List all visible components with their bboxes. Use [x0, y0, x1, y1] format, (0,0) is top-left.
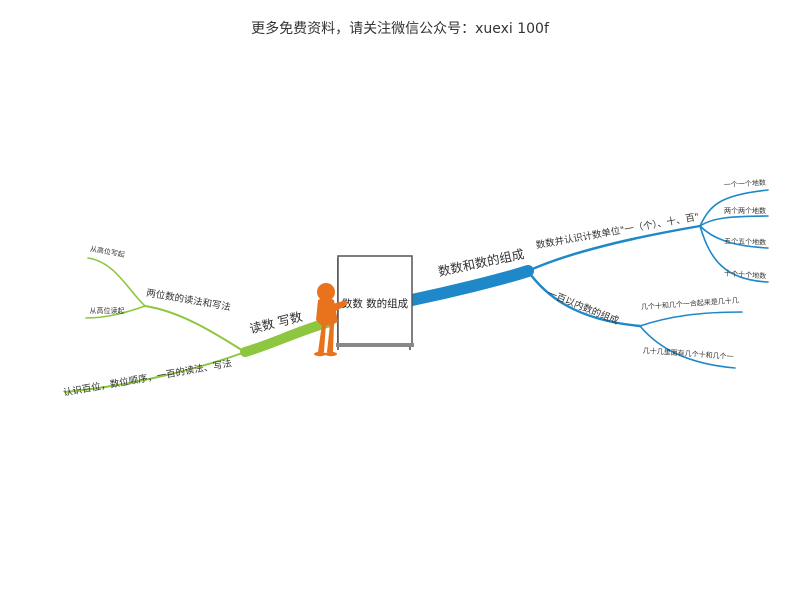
- right-leaf-4: 十个十个地数: [724, 269, 767, 281]
- right-main-branch: [406, 265, 534, 306]
- right-sub2-line: [526, 269, 642, 328]
- right-leaf-1: 一个一个地数: [724, 178, 766, 189]
- right-leaf-line-5: [639, 311, 743, 327]
- left-leaf-line-2: [85, 305, 146, 319]
- right-leaf-line-3: [699, 225, 769, 249]
- right-leaf-line-2: [699, 215, 769, 227]
- right-leaf-line-1: [699, 189, 769, 227]
- center-topic: 数数 数的组成: [342, 297, 409, 310]
- right-branch-lines: [406, 189, 769, 369]
- left-sub2-label: 认识百位，数位顺序，一百的读法、写法: [62, 357, 233, 399]
- right-leaf-3: 五个五个地数: [724, 236, 766, 246]
- page-header: 更多免费资料，请关注微信公众号：xuexi 100f: [251, 21, 549, 37]
- left-sub2-line: [64, 351, 246, 393]
- right-sub1-line: [526, 224, 702, 273]
- left-leaf-line-1: [87, 257, 146, 307]
- left-leaf-1: 从高位写起: [89, 244, 125, 259]
- right-leaf-2: 两个两个地数: [724, 206, 766, 215]
- right-leaf-line-6: [639, 325, 736, 369]
- right-sub2-label: 一百以内数的组成: [546, 287, 621, 327]
- presenter-figure-icon: [314, 283, 347, 357]
- center-board: 数数 数的组成: [336, 255, 414, 350]
- left-sub1-line: [144, 305, 246, 353]
- right-leaf-5: 几个十和几个一合起来是几十几: [641, 296, 739, 312]
- left-leaf-2: 从高位读起: [90, 306, 125, 315]
- right-leaf-line-4: [699, 225, 769, 283]
